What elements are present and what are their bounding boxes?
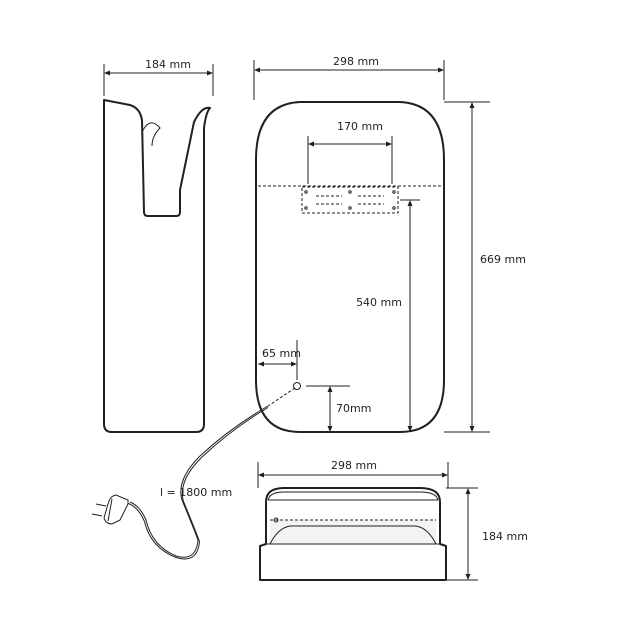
side-body-outline xyxy=(103,99,211,433)
front-height-label: 669 mm xyxy=(480,253,526,266)
outlet-width-label: 170 mm xyxy=(337,120,383,133)
front-body-outline xyxy=(255,101,445,433)
cable-offset-x-dimension: 65 mm xyxy=(258,340,301,380)
outlet-width-dimension: 170 mm xyxy=(307,120,393,184)
top-view: 298 mm 184 mm xyxy=(257,459,528,581)
side-width-dimension: 184 mm xyxy=(103,58,214,96)
cable-offset-y-dimension: 70mm xyxy=(306,385,371,432)
top-width-label: 298 mm xyxy=(331,459,377,472)
cable-offset-x-label: 65 mm xyxy=(262,347,301,360)
cable-offset-y-label: 70mm xyxy=(336,402,371,415)
outlet-height-label: 540 mm xyxy=(356,296,402,309)
side-width-label: 184 mm xyxy=(145,58,191,71)
side-view: 184 mm xyxy=(103,58,214,433)
front-width-dimension: 298 mm xyxy=(253,55,445,100)
front-view: 298 mm 170 mm xyxy=(253,55,526,433)
front-width-label: 298 mm xyxy=(333,55,379,68)
top-depth-label: 184 mm xyxy=(482,530,528,543)
plug-icon xyxy=(91,494,129,525)
top-depth-dimension: 184 mm xyxy=(446,487,528,581)
cable-entry-point xyxy=(293,382,301,390)
outlet-slot xyxy=(301,186,399,214)
side-nozzle-detail xyxy=(141,122,161,147)
cable-length-label: l = 1800 mm xyxy=(160,486,232,499)
power-cable: l = 1800 mm xyxy=(128,387,296,560)
front-height-dimension: 669 mm xyxy=(444,101,526,433)
top-width-dimension: 298 mm xyxy=(257,459,449,488)
outlet-height-dimension: 540 mm xyxy=(356,199,420,432)
